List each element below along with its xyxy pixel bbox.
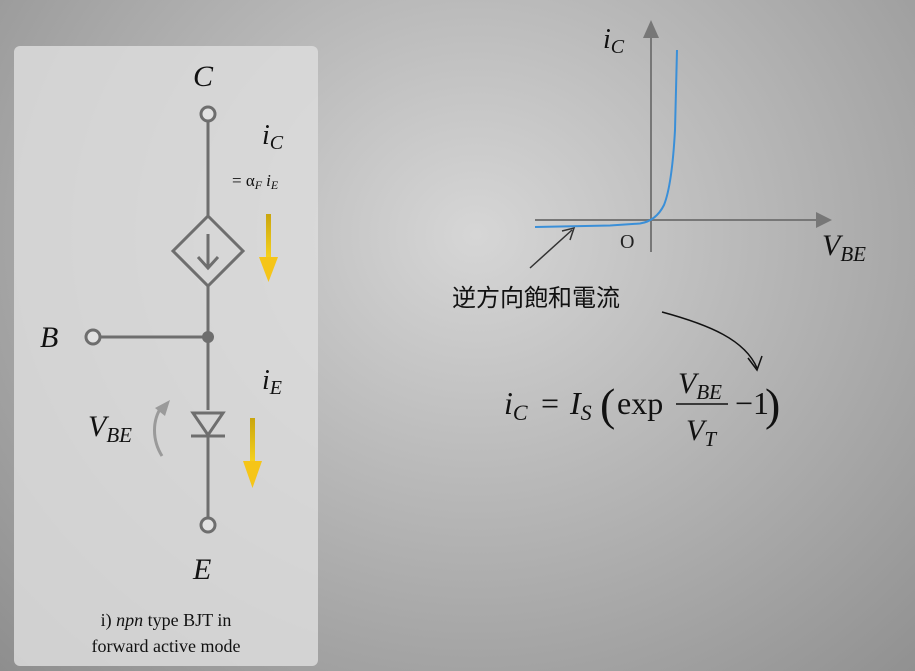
vbe-curved-arrow-icon	[153, 400, 170, 457]
origin-label: O	[620, 231, 634, 253]
circuit	[101, 121, 210, 517]
left-paren: (	[600, 379, 615, 430]
iv-graph: O iC VBE 逆方向飽和電流	[452, 20, 866, 372]
reverse-saturation-current-label: 逆方向飽和電流	[452, 284, 620, 312]
svg-text:−1: −1	[735, 385, 769, 421]
junction-node	[202, 331, 214, 343]
diode-icon	[190, 411, 226, 438]
circuit-caption-line1: i) npn type BJT in	[100, 610, 232, 630]
characteristic-curve	[534, 49, 678, 228]
svg-text:VBE: VBE	[678, 367, 722, 404]
svg-text:IS: IS	[569, 385, 592, 425]
label-to-equation-arrowhead-icon	[747, 355, 763, 372]
x-axis-label: VBE	[822, 229, 866, 266]
label-to-equation-arrow	[661, 311, 758, 369]
y-axis-label: iC	[603, 24, 625, 58]
y-axis-arrowhead-icon	[643, 20, 659, 38]
circuit-caption-line2: forward active mode	[91, 636, 241, 656]
svg-text:VT: VT	[686, 414, 717, 451]
base-terminal	[84, 328, 102, 346]
svg-text:=: =	[541, 385, 559, 421]
ie-label: iE	[262, 365, 282, 399]
terminal-e-label: E	[192, 553, 211, 586]
svg-text:exp: exp	[617, 385, 663, 421]
circuit-panel	[14, 46, 318, 666]
collector-terminal	[199, 105, 217, 123]
svg-text:iC: iC	[504, 385, 528, 425]
source-arrow-icon	[196, 234, 220, 271]
ic-current-arrow-icon	[259, 214, 278, 282]
reverse-current-pointer-head-icon	[561, 226, 576, 241]
emitter-terminal	[199, 516, 217, 534]
ic-label: iC	[262, 120, 284, 154]
ie-current-arrow-icon	[243, 418, 262, 488]
terminal-c-label: C	[193, 60, 214, 93]
x-axis-arrowhead-icon	[816, 212, 832, 228]
diode-equation: iC = IS ( exp VBE VT −1 )	[504, 367, 780, 451]
vbe-circuit-label: VBE	[88, 410, 132, 447]
terminal-b-label: B	[40, 321, 58, 354]
reverse-current-pointer	[529, 229, 573, 269]
right-paren: )	[765, 379, 780, 430]
dependent-current-source	[170, 213, 246, 289]
